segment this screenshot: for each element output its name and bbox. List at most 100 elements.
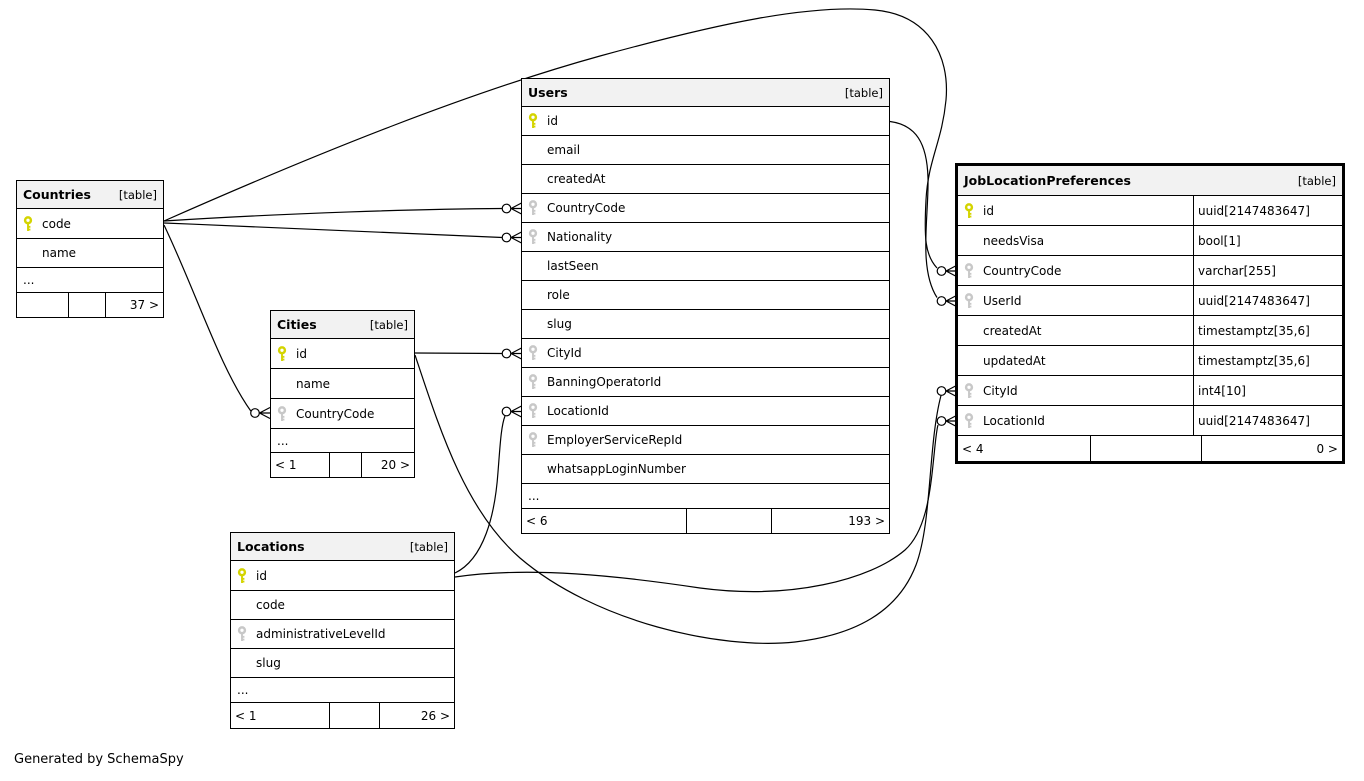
column-name: id	[547, 114, 558, 128]
primary-key-icon	[277, 345, 287, 361]
column-row: slug	[231, 649, 454, 678]
column-name: id	[983, 203, 994, 218]
table-footer: < 1 26 >	[231, 703, 454, 728]
column-name: whatsappLoginNumber	[547, 462, 686, 476]
column-row: id	[231, 561, 454, 591]
column-type: timestamptz[35,6]	[1193, 316, 1342, 345]
column-name: EmployerServiceRepId	[547, 433, 683, 447]
column-name: id	[296, 346, 307, 361]
footer-right: 0 >	[1201, 436, 1342, 461]
edge-locations-joblocationpreferences-locationid	[454, 424, 939, 593]
column-row: lastSeen	[522, 252, 889, 281]
column-row: slug	[522, 310, 889, 339]
table-countries[interactable]: Countries [table] code name ... 37 >	[16, 180, 164, 318]
crowfoot-circle-marker-users-cityid	[501, 347, 522, 360]
column-name: slug	[256, 656, 281, 670]
column-name: UserId	[983, 293, 1022, 308]
column-name: email	[547, 143, 581, 157]
footer-left: < 1	[275, 458, 297, 472]
footer-right: 37 >	[105, 293, 163, 317]
column-name: id	[256, 568, 267, 583]
foreign-key-icon	[277, 405, 287, 421]
ellipsis-row: ...	[271, 429, 414, 453]
column-row: CityId	[522, 339, 889, 368]
table-tag: [table]	[369, 317, 408, 332]
table-tag: [table]	[409, 539, 448, 554]
table-users[interactable]: Users [table] id email createdAt Country…	[521, 78, 890, 534]
column-type: uuid[2147483647]	[1193, 406, 1342, 435]
column-name: code	[256, 598, 285, 612]
column-name: needsVisa	[983, 233, 1045, 248]
column-row: createdAt	[522, 165, 889, 194]
column-type: int4[10]	[1193, 376, 1342, 405]
column-name: CityId	[983, 383, 1018, 398]
footer-left: < 1	[235, 708, 257, 723]
table-name[interactable]: JobLocationPreferences	[964, 173, 1131, 188]
column-name: role	[547, 288, 570, 302]
column-row: email	[522, 136, 889, 165]
footer-left: < 6	[526, 514, 548, 528]
column-name: createdAt	[983, 323, 1042, 338]
ellipsis-row: ...	[231, 678, 454, 703]
footer-mid	[68, 293, 105, 317]
column-row: needsVisa bool[1]	[958, 226, 1342, 256]
column-row: name	[17, 239, 163, 268]
crowfoot-circle-marker-jlp-cityid	[936, 384, 957, 398]
table-name[interactable]: Countries	[23, 187, 91, 202]
table-name[interactable]: Users	[528, 85, 568, 100]
footer-mid	[329, 703, 379, 728]
footer-right: 26 >	[379, 703, 454, 728]
column-row: id	[271, 339, 414, 369]
crowfoot-circle-marker-jlp-countrycode	[936, 264, 957, 278]
primary-key-icon	[528, 113, 538, 128]
column-name: name	[42, 246, 77, 260]
footer-mid	[329, 453, 361, 477]
crowfoot-circle-marker-jlp-userid	[936, 294, 957, 308]
edge-cities-users-cityid	[414, 352, 503, 355]
column-row: name	[271, 369, 414, 399]
column-name: createdAt	[547, 172, 606, 186]
footer-right: 193 >	[771, 509, 889, 533]
table-cities[interactable]: Cities [table] id name CountryCode ... <…	[270, 310, 415, 478]
table-header: Cities [table]	[271, 311, 414, 339]
column-name: LocationId	[547, 404, 609, 418]
footer-left	[17, 293, 68, 317]
column-name: code	[42, 216, 71, 231]
primary-key-icon	[23, 215, 33, 231]
column-name: Nationality	[547, 230, 613, 244]
column-name: lastSeen	[547, 259, 599, 273]
foreign-key-icon	[237, 626, 247, 641]
column-type: bool[1]	[1193, 226, 1342, 255]
edge-cities-joblocationpreferences-cityid	[414, 354, 942, 644]
crowfoot-circle-marker-users-countrycode	[501, 202, 522, 215]
table-footer: < 6 193 >	[522, 509, 889, 533]
foreign-key-icon	[964, 382, 974, 398]
foreign-key-icon	[964, 262, 974, 278]
column-row: CountryCode	[271, 399, 414, 429]
edge-locations-users-locationid	[454, 415, 506, 574]
table-joblocationpreferences[interactable]: JobLocationPreferences [table] id uuid[2…	[955, 163, 1345, 464]
footer-mid	[686, 509, 771, 533]
foreign-key-icon	[964, 292, 974, 308]
foreign-key-icon	[528, 432, 538, 447]
column-row: code	[17, 209, 163, 239]
column-row: CityId int4[10]	[958, 376, 1342, 406]
column-name: administrativeLevelId	[256, 627, 386, 641]
table-header: Countries [table]	[17, 181, 163, 209]
table-header: JobLocationPreferences [table]	[958, 166, 1342, 196]
crowfoot-circle-marker-jlp-locationid	[936, 414, 957, 428]
column-row: role	[522, 281, 889, 310]
table-name[interactable]: Cities	[277, 317, 317, 332]
edge-users-joblocationpreferences-userid	[889, 120, 938, 298]
footer-mid	[1090, 436, 1201, 461]
column-name: CityId	[547, 346, 582, 360]
foreign-key-icon	[528, 345, 538, 360]
table-footer: < 1 20 >	[271, 453, 414, 477]
table-name[interactable]: Locations	[237, 539, 305, 554]
table-tag: [table]	[118, 187, 157, 202]
column-name: name	[296, 376, 331, 391]
column-name: updatedAt	[983, 353, 1046, 368]
table-locations[interactable]: Locations [table] id code administrative…	[230, 532, 455, 729]
column-row: updatedAt timestamptz[35,6]	[958, 346, 1342, 376]
column-type: timestamptz[35,6]	[1193, 346, 1342, 375]
